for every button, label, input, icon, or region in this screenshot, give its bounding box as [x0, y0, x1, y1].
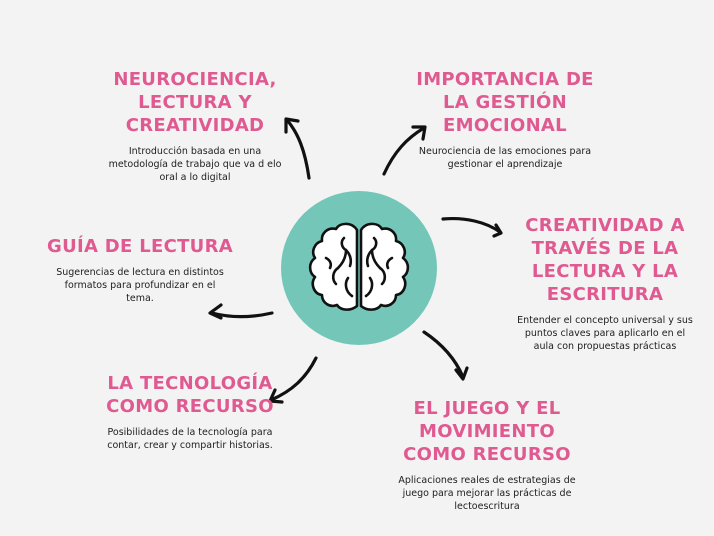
arrow-to-guia-lectura-icon	[208, 303, 274, 320]
node-title: La tecnología como recurso	[106, 373, 274, 417]
node-creatividad-lectura-escritura: Creatividad a través de la lectura y la …	[505, 214, 705, 353]
arrow-to-juego-icon	[422, 330, 469, 381]
node-title: Importancia de la gestión emocional	[416, 69, 594, 136]
node-description: Introducción basada en una metodología d…	[108, 146, 282, 183]
node-description: Entender el concepto universal y sus pun…	[517, 315, 693, 352]
arrow-to-neurociencia-icon	[284, 117, 311, 180]
arrow-to-gestion-emocional-icon	[382, 125, 427, 176]
node-title: Neurociencia, lectura y creatividad	[113, 69, 277, 136]
brain-icon	[308, 222, 410, 311]
center-hub	[281, 191, 437, 345]
node-title: El juego y el movimiento como recurso	[403, 398, 571, 465]
node-neurociencia: Neurociencia, lectura y creatividad Intr…	[95, 68, 295, 184]
node-guia-lectura: Guía de lectura Sugerencias de lectura e…	[40, 235, 240, 305]
arrow-to-creatividad-icon	[441, 216, 503, 238]
node-tecnologia: La tecnología como recurso Posibilidades…	[90, 372, 290, 452]
node-description: Posibilidades de la tecnología para cont…	[107, 427, 273, 451]
node-title: Creatividad a través de la lectura y la …	[525, 215, 685, 305]
arrow-to-tecnologia-icon	[268, 356, 318, 404]
node-title: Guía de lectura	[47, 236, 233, 257]
node-description: Neurociencia de las emociones para gesti…	[418, 146, 592, 170]
node-juego-movimiento: El juego y el movimiento como recurso Ap…	[387, 397, 587, 513]
node-gestion-emocional: Importancia de la gestión emocional Neur…	[405, 68, 605, 171]
node-description: Sugerencias de lectura en distintos form…	[56, 267, 224, 304]
node-description: Aplicaciones reales de estrategias de ju…	[398, 475, 576, 512]
